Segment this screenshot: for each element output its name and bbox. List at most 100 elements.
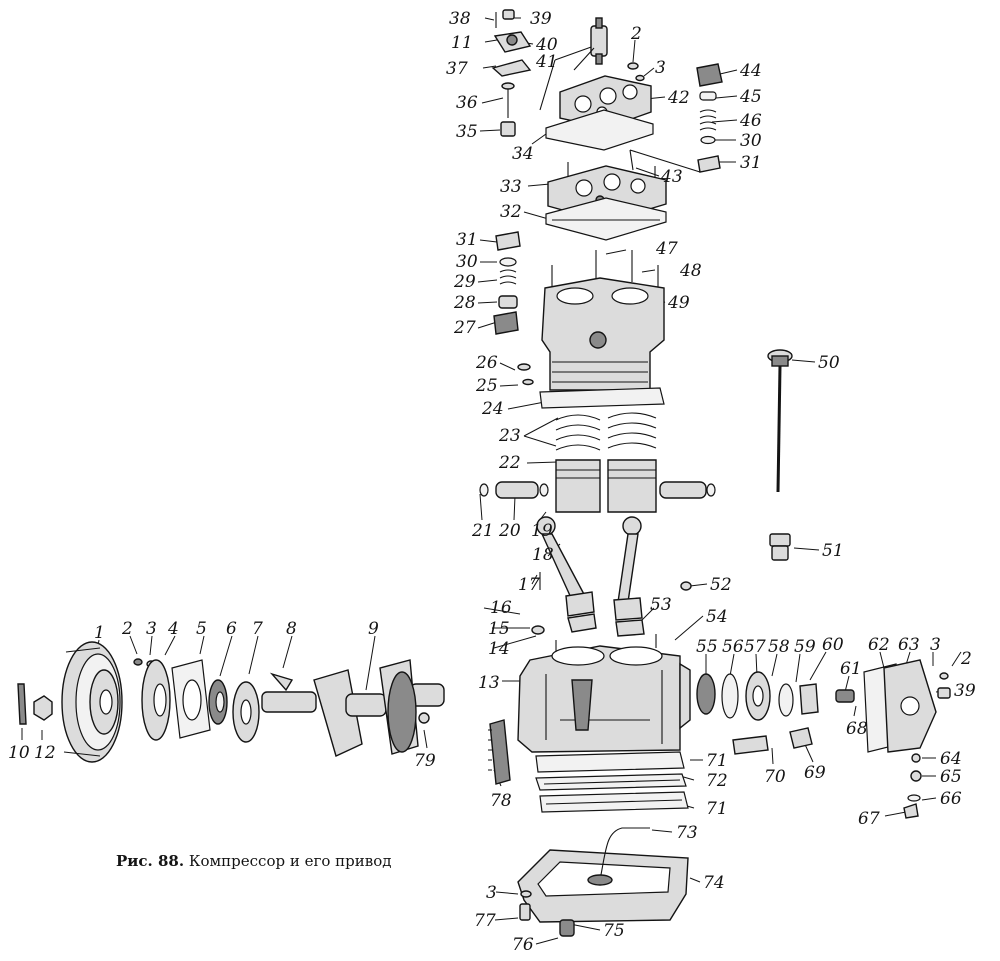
callout: 22 xyxy=(498,453,521,473)
callout-labels: 38 39 11 40 37 41 2 3 44 45 46 30 31 36 … xyxy=(8,9,976,955)
callout: 14 xyxy=(488,639,510,659)
callout: 51 xyxy=(822,541,844,561)
callout: 45 xyxy=(739,87,762,107)
callout: 20 xyxy=(498,521,521,541)
callout: 2 xyxy=(630,24,642,44)
figure-caption: Рис. 88. Компрессор и его привод xyxy=(116,852,391,870)
callout: 2 xyxy=(121,619,133,639)
crankcase xyxy=(517,634,691,813)
callout: 1 xyxy=(94,623,105,643)
callout: 11 xyxy=(451,33,473,53)
callout: 48 xyxy=(679,261,702,281)
callout: 41 xyxy=(535,52,558,72)
pistons xyxy=(479,412,716,513)
callout: 9 xyxy=(368,619,379,639)
callout: 79 xyxy=(414,751,436,771)
callout: 70 xyxy=(764,767,786,787)
callout: 67 xyxy=(858,809,880,829)
callout: 28 xyxy=(453,293,476,313)
callout: 46 xyxy=(739,111,762,131)
callout: 61 xyxy=(840,659,862,679)
valve-parts-left xyxy=(493,231,521,335)
callout: 34 xyxy=(512,144,534,164)
callout: 56 xyxy=(722,637,744,657)
callout: 32 xyxy=(500,202,522,222)
callout: 64 xyxy=(940,749,962,769)
dipstick xyxy=(767,349,793,561)
callout: 19 xyxy=(531,521,553,541)
callout: 3 xyxy=(486,883,497,903)
callout: 8 xyxy=(286,619,297,639)
callout: 3 xyxy=(930,635,941,655)
callout: 58 xyxy=(768,637,790,657)
callout: 63 xyxy=(898,635,920,655)
callout: 55 xyxy=(696,637,718,657)
callout: 74 xyxy=(703,873,725,893)
callout: 2 xyxy=(960,649,972,669)
callout: 17 xyxy=(518,575,540,595)
rear-bearing-group xyxy=(696,659,951,819)
callout: 4 xyxy=(167,619,179,639)
connecting-rods xyxy=(531,516,692,637)
callout: 68 xyxy=(846,719,868,739)
callout: 10 xyxy=(8,743,30,763)
callout: 53 xyxy=(650,595,672,615)
cylinder-head xyxy=(545,162,667,241)
callout: 30 xyxy=(740,131,762,151)
callout: 23 xyxy=(498,426,521,446)
pulley-drive xyxy=(17,641,294,763)
callout: 37 xyxy=(446,59,468,79)
callout: 12 xyxy=(34,743,56,763)
callout: 52 xyxy=(710,575,732,595)
callout: 5 xyxy=(196,619,207,639)
callout: 78 xyxy=(490,791,512,811)
callout: 21 xyxy=(471,521,494,541)
callout: 69 xyxy=(804,763,826,783)
callout: 7 xyxy=(252,619,263,639)
callout: 72 xyxy=(706,771,728,791)
oil-pan xyxy=(517,827,689,937)
callout: 31 xyxy=(456,230,478,250)
callout: 3 xyxy=(146,619,157,639)
callout: 65 xyxy=(940,767,962,787)
figure-number: Рис. 88. xyxy=(116,852,185,870)
callout: 75 xyxy=(603,921,625,941)
callout: 71 xyxy=(706,751,728,771)
drive-gear xyxy=(488,719,511,785)
callout: 30 xyxy=(456,252,478,272)
callout: 44 xyxy=(739,61,762,81)
callout: 26 xyxy=(475,353,498,373)
callout: 60 xyxy=(822,635,844,655)
callout: 24 xyxy=(481,399,504,419)
callout: 18 xyxy=(532,545,554,565)
callout: 15 xyxy=(488,619,510,639)
callout: 16 xyxy=(490,598,512,618)
callout: 38 xyxy=(449,9,471,29)
figure-title: Компрессор и его привод xyxy=(188,852,392,870)
callout: 39 xyxy=(954,681,976,701)
valve-parts-right xyxy=(629,63,723,173)
callout: 43 xyxy=(660,167,683,187)
callout: 27 xyxy=(453,318,476,338)
callout: 36 xyxy=(456,93,478,113)
callout: 71 xyxy=(706,799,728,819)
callout: 49 xyxy=(667,293,690,313)
callout: 66 xyxy=(940,789,962,809)
callout: 77 xyxy=(474,911,496,931)
callout: 50 xyxy=(818,353,840,373)
cylinder-block xyxy=(517,250,665,409)
crankshaft xyxy=(261,659,445,757)
callout: 39 xyxy=(530,9,552,29)
callout: 57 xyxy=(744,637,766,657)
callout: 62 xyxy=(868,635,890,655)
callout: 29 xyxy=(453,272,476,292)
callout: 47 xyxy=(655,239,678,259)
callout: 13 xyxy=(478,673,500,693)
callout: 59 xyxy=(794,637,816,657)
callout: 33 xyxy=(500,177,522,197)
callout: 3 xyxy=(655,58,666,78)
callout: 25 xyxy=(475,376,498,396)
valve-cover-group xyxy=(491,9,654,151)
callout: 54 xyxy=(706,607,728,627)
